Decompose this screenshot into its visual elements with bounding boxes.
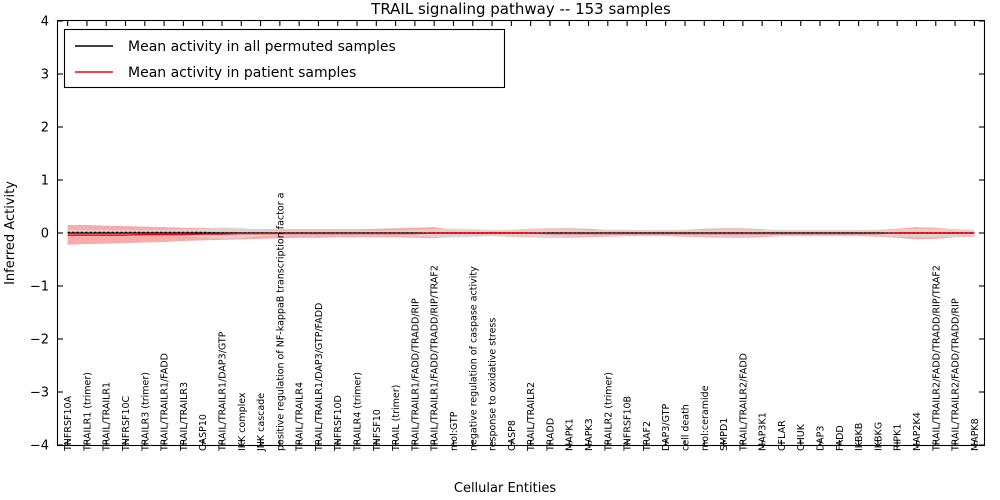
y-axis-ticks: −4 −3 −2 −1 0 1 2 3 4 xyxy=(30,15,984,454)
x-tick-label: TRAIL/TRAILR1/FADD/TRADD/RIP/TRAF2 xyxy=(430,265,441,452)
x-tick-label: DAP3 xyxy=(816,426,827,451)
x-tick-label: TRAIL (trimer) xyxy=(391,385,402,452)
x-tick-label: CFLAR xyxy=(777,420,788,451)
confidence-bands xyxy=(67,225,975,245)
y-tick-label: −1 xyxy=(30,280,49,295)
y-axis-label: Inferred Activity xyxy=(3,181,18,285)
x-tick-label: mol:ceramide xyxy=(700,385,711,451)
x-tick-label: TRAILR1 (trimer) xyxy=(82,372,93,452)
chart-title: TRAIL signaling pathway -- 153 samples xyxy=(370,0,671,18)
y-tick-label: −4 xyxy=(30,439,49,454)
x-tick-label: IKBKG xyxy=(873,422,884,451)
chart-title-group: TRAIL signaling pathway -- 153 samples xyxy=(370,0,671,18)
x-tick-label: CASP8 xyxy=(507,420,518,451)
x-tick-label: SMPD1 xyxy=(719,418,730,451)
x-tick-label: TRAIL/TRAILR1/FADD/TRADD/RIP xyxy=(410,298,421,452)
x-tick-label: TRAF2 xyxy=(642,421,653,452)
chart-legend: Mean activity in all permuted samples Me… xyxy=(63,28,506,89)
y-tick-label: 4 xyxy=(41,15,49,30)
x-tick-label: positive regulation of NF-kappaB transcr… xyxy=(275,193,286,451)
x-tick-label: TRAIL/TRAILR2/FADD/TRADD/RIP/TRAF2 xyxy=(931,265,942,452)
x-tick-label: MAPK3 xyxy=(584,418,595,451)
x-tick-label: TRAIL/TRAILR2/FADD/TRADD/RIP xyxy=(951,298,962,452)
x-tick-label: negative regulation of caspase activity xyxy=(468,266,479,451)
x-tick-label: response to oxidative stress xyxy=(488,318,499,451)
x-tick-label: JNK cascade xyxy=(256,393,267,452)
x-tick-label: TRADD xyxy=(545,418,556,452)
y-tick-label: 3 xyxy=(41,68,49,83)
x-axis-ticks: TNFRSF10A TRAILR1 (trimer) TRAIL/TRAILR1 TN… xyxy=(63,21,981,452)
y-tick-label: −3 xyxy=(30,386,49,401)
x-tick-label: TRAIL/TRAILR2/FADD xyxy=(738,353,749,452)
x-tick-label: TNFRSF10D xyxy=(333,395,344,452)
x-tick-label: RIPK1 xyxy=(893,424,904,451)
x-tick-label: TRAIL/TRAILR1/DAP3/GTP xyxy=(217,331,228,452)
x-tick-label: MAP2K4 xyxy=(912,412,923,451)
y-tick-label: 1 xyxy=(41,174,49,189)
x-tick-label: MAPK8 xyxy=(970,418,981,451)
x-tick-label: cell death xyxy=(680,404,691,451)
x-tick-label: TNFRSF10A xyxy=(63,395,74,452)
y-tick-label: −2 xyxy=(30,333,49,348)
x-tick-label: IKK complex xyxy=(237,392,248,451)
x-tick-label: TNFRSF10C xyxy=(121,395,132,452)
x-tick-label: TRAIL/TRAILR3 xyxy=(179,382,190,452)
x-tick-label: TRAILR4 (trimer) xyxy=(353,372,364,452)
x-tick-label: MAPK1 xyxy=(565,418,576,451)
x-tick-label: TRAIL/TRAILR4 xyxy=(295,382,306,452)
x-tick-label: TRAILR3 (trimer) xyxy=(140,372,151,452)
legend-label-permuted: Mean activity in all permuted samples xyxy=(128,39,396,55)
x-tick-label: TRAIL/TRAILR2 xyxy=(526,382,537,452)
x-tick-label: CASP10 xyxy=(198,414,209,451)
x-tick-label: TRAIL/TRAILR1 xyxy=(102,382,113,452)
x-tick-label: DAP3/GTP xyxy=(661,404,672,451)
legend-box xyxy=(63,28,506,89)
x-tick-label: TNFSF10 xyxy=(372,409,383,452)
x-tick-label: mol:GTP xyxy=(449,411,460,451)
x-tick-label: TRAIL/TRAILR1/DAP3/GTP/FADD xyxy=(314,303,325,452)
x-axis-label: Cellular Entities xyxy=(454,481,556,496)
y-tick-label: 0 xyxy=(41,227,49,242)
y-tick-label: 2 xyxy=(41,121,49,136)
x-tick-label: TRAIL/TRAILR1/FADD xyxy=(160,353,171,452)
x-tick-label: IKBKB xyxy=(854,423,865,451)
axes xyxy=(56,19,986,447)
x-tick-label: FADD xyxy=(835,425,846,451)
x-tick-label: CHUK xyxy=(796,423,807,451)
x-tick-label: TNFRSF10B xyxy=(623,396,634,452)
plot-frame xyxy=(56,19,986,447)
series-line xyxy=(67,232,975,236)
series-lines xyxy=(67,231,975,236)
x-tick-label: MAP3K1 xyxy=(758,412,769,451)
legend-label-patient: Mean activity in patient samples xyxy=(128,65,356,81)
x-tick-label: TRAILR2 (trimer) xyxy=(603,372,614,452)
